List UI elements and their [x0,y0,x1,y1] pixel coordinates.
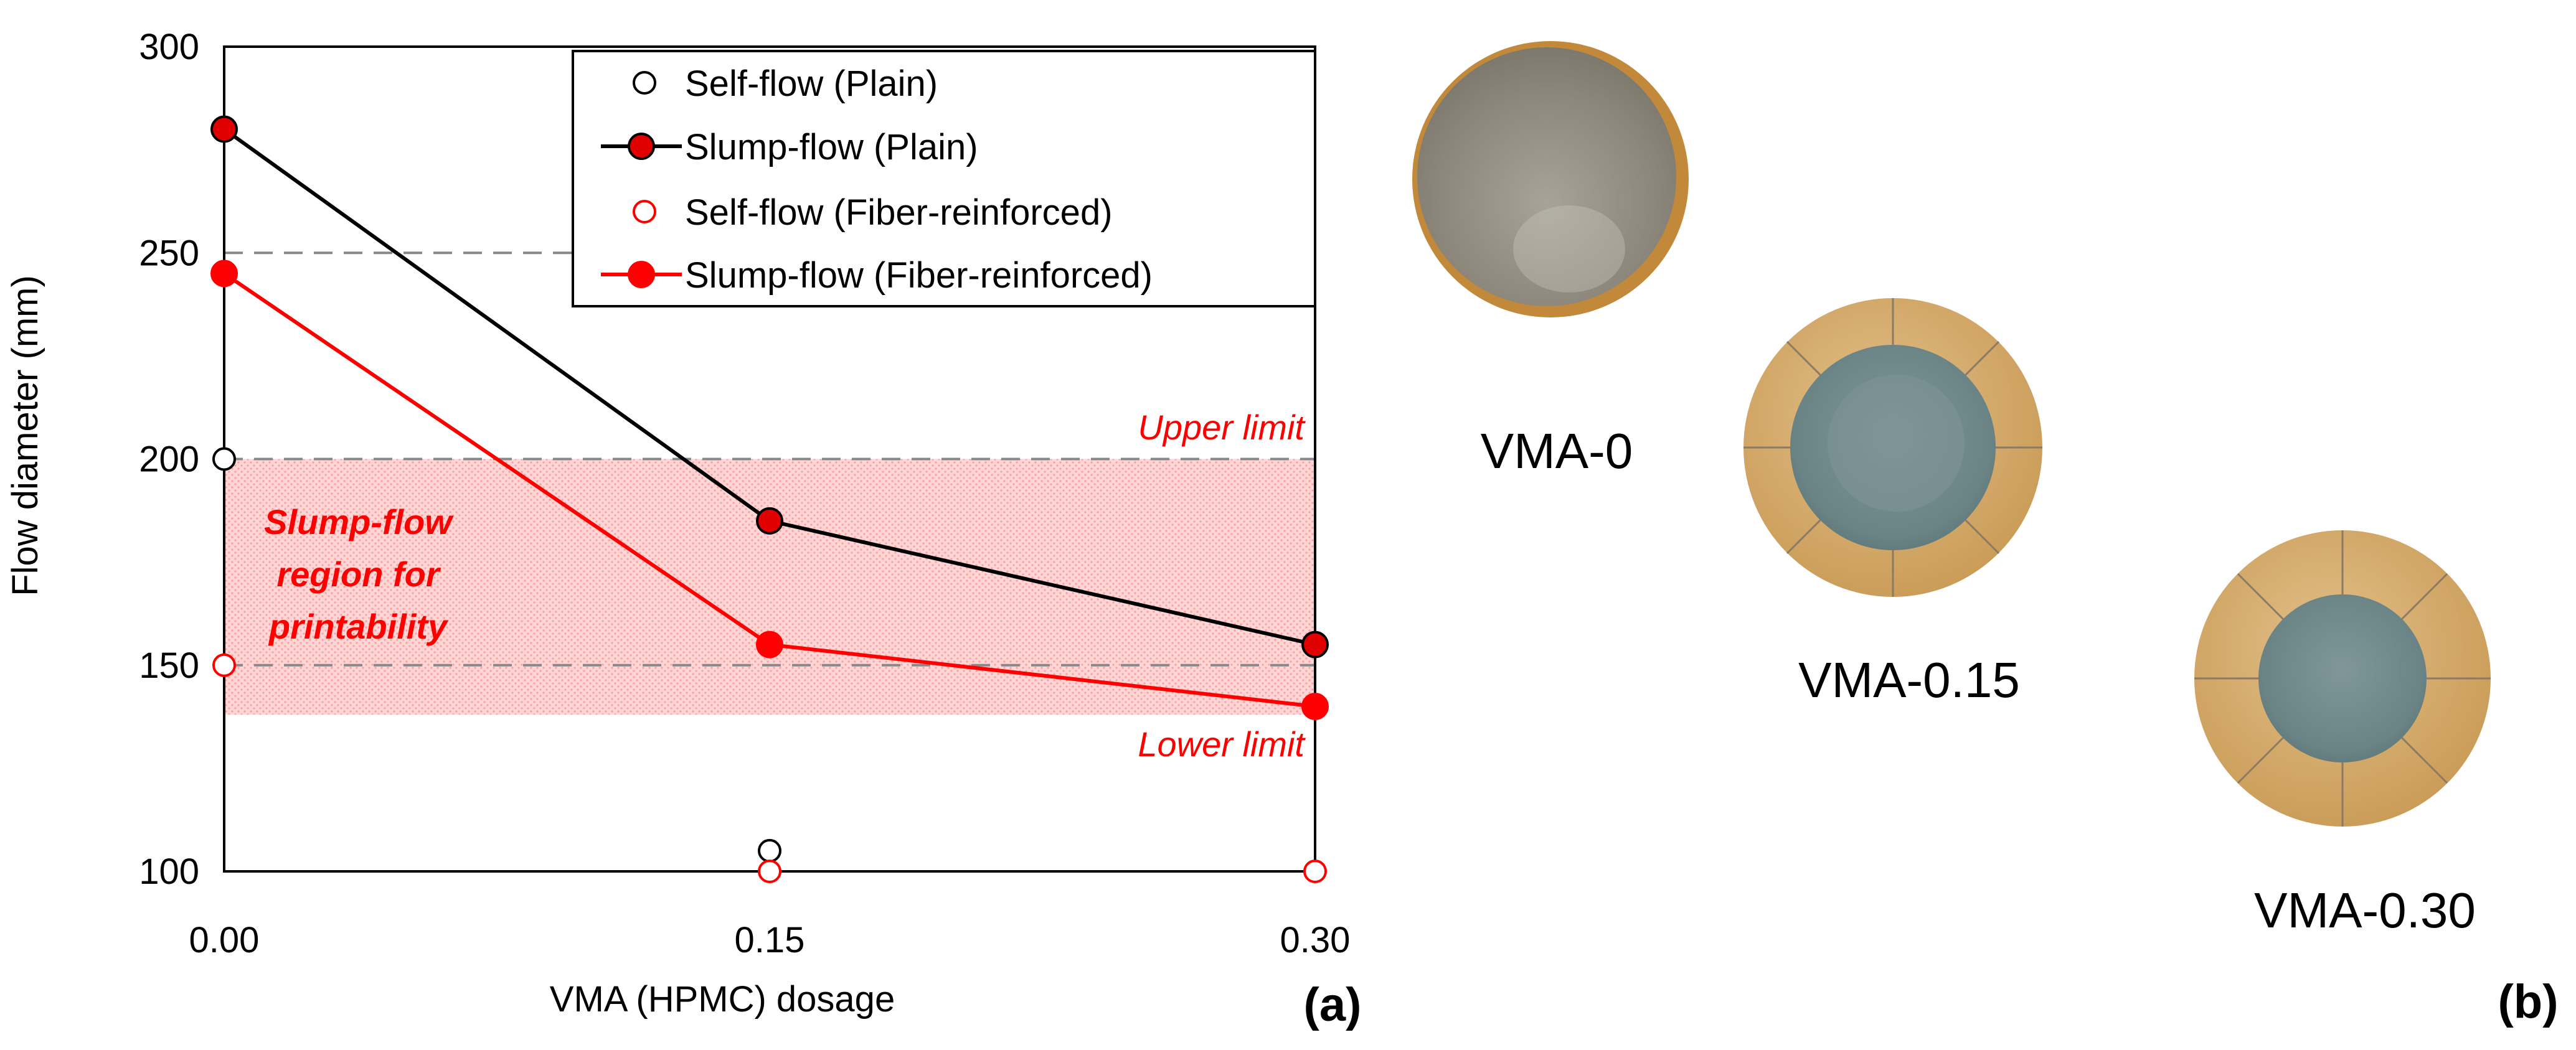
legend-label-3: Self-flow (Fiber-reinforced) [685,192,1113,233]
y-tick-label: 300 [139,27,199,67]
legend-label-4: Slump-flow (Fiber-reinforced) [685,255,1153,296]
region-label-line-3: printability [268,607,449,646]
legend-marker-filled-black [628,133,655,160]
x-tick-label: 0.00 [189,920,260,960]
x-tick-label: 0.30 [1280,920,1351,960]
legend: Self-flow (Plain) Slump-flow (Plain) Sel… [572,50,1316,307]
data-point-series-3-x2 [1301,693,1329,720]
region-label-line-1: Slump-flow [264,502,454,541]
mortar-spread-vma-0 [1417,47,1676,306]
data-point-series-2-x1 [758,860,781,883]
y-tick-label: 100 [139,851,199,892]
data-point-series-1-x2 [1301,630,1329,659]
data-point-series-1-x1 [756,507,783,535]
photo-panel: VMA-0 VMA-0.15 [1412,41,2559,1028]
panel-label-a: (a) [1304,978,1362,1031]
legend-marker-filled-red [628,261,655,288]
data-point-series-0-x1 [758,838,781,863]
data-point-series-1-x0 [210,115,238,143]
y-axis-ticks: 100 150 200 250 300 [139,27,199,892]
printability-region [224,459,1315,715]
mortar-center-vma-0-15 [1828,375,1965,512]
data-point-series-3-x1 [756,630,783,659]
photo-vma-0-15: VMA-0.15 [1743,298,2042,708]
data-point-series-2-x2 [1303,860,1327,883]
board-divisions-vma-0-30 [2194,530,2491,827]
y-axis-label: Flow diameter (mm) [5,275,45,596]
sample-label-vma-0-30: VMA-0.30 [2254,883,2476,938]
panel-label-b: (b) [2498,975,2558,1028]
region-label-line-2: region for [276,555,441,594]
mortar-sheen-vma-0 [1513,205,1625,293]
legend-box [572,50,1316,307]
lower-limit-annotation: Lower limit [1138,724,1306,764]
photo-vma-0-30: VMA-0.30 [2194,530,2491,938]
data-point-series-0-x0 [212,447,236,471]
x-axis-label: VMA (HPMC) dosage [550,979,895,1020]
legend-label-2: Slump-flow (Plain) [685,127,978,167]
legend-label-1: Self-flow (Plain) [685,63,938,104]
legend-item-self-flow-plain: Self-flow (Plain) [633,63,938,104]
legend-item-slump-flow-plain: Slump-flow (Plain) [601,127,978,167]
upper-limit-annotation: Upper limit [1138,408,1306,447]
x-axis-ticks: 0.00 0.15 0.30 [189,920,1351,960]
legend-item-self-flow-fiber: Self-flow (Fiber-reinforced) [633,192,1113,233]
flow-diameter-chart: 100 150 200 250 300 0.00 0.15 0.30 Flow diamet… [5,27,1361,1031]
legend-marker-open-red [633,200,656,223]
y-tick-label: 150 [139,645,199,686]
y-tick-label: 250 [139,233,199,273]
series-points [210,115,1329,883]
legend-marker-open-black [633,71,656,95]
sample-label-vma-0: VMA-0 [1481,423,1633,479]
data-point-series-2-x0 [212,653,236,677]
y-tick-label: 200 [139,439,199,480]
sample-label-vma-0-15: VMA-0.15 [1798,652,2020,708]
mortar-spread-vma-0-30 [2258,594,2427,762]
x-tick-label: 0.15 [735,920,805,960]
data-point-series-3-x0 [210,260,238,288]
legend-item-slump-flow-fiber: Slump-flow (Fiber-reinforced) [601,255,1153,296]
board-divisions-vma-0-15 [1743,298,2042,597]
photo-vma-0: VMA-0 [1412,41,1689,479]
